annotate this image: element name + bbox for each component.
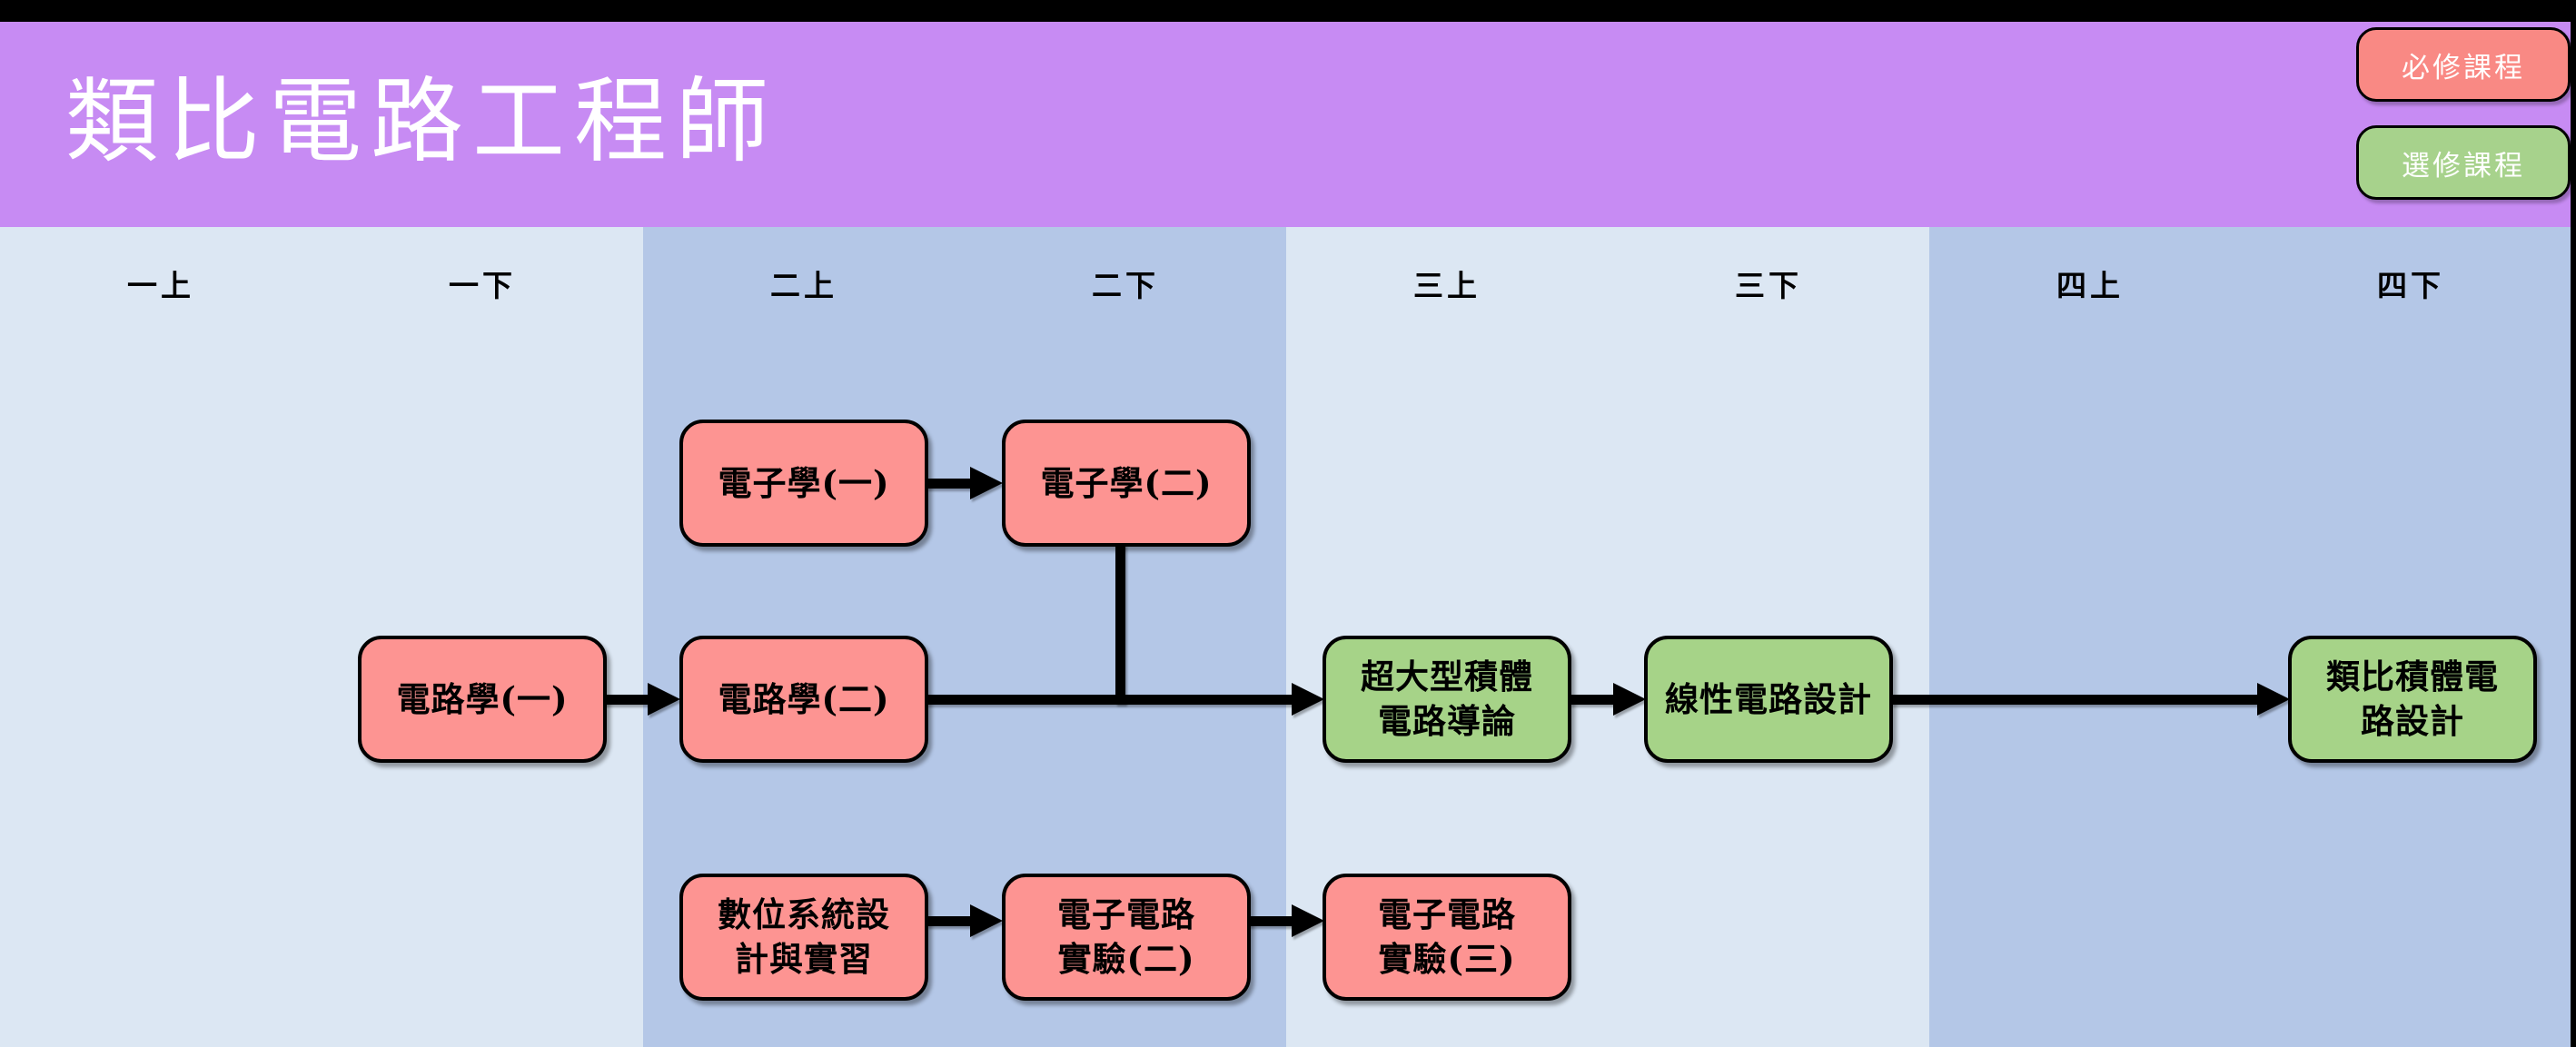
column-header-1b: 一下 [449, 268, 516, 303]
arrow-lab2-to-lab3 [1248, 904, 1324, 937]
course-box-digital-system-design-lab[interactable]: 數位系統設 計與實習 [679, 874, 928, 1001]
connector-electronics2-to-mainline [1115, 545, 1125, 705]
arrow-linear-design-to-analog-ic [1891, 683, 2290, 716]
arrow-electronics1-to-electronics2 [926, 467, 1003, 499]
page-title: 類比電路工程師 [65, 68, 778, 176]
arrow-digital-systems-to-lab2 [926, 904, 1003, 937]
column-header-4b: 四下 [2377, 268, 2444, 303]
course-box-circuit-theory-1[interactable]: 電路學(一) [358, 636, 607, 763]
course-box-vlsi-intro[interactable]: 超大型積體 電路導論 [1323, 636, 1571, 763]
course-box-linear-circuit-design[interactable]: 線性電路設計 [1644, 636, 1893, 763]
course-box-electronics-1[interactable]: 電子學(一) [679, 420, 928, 547]
course-box-electronics-lab-2[interactable]: 電子電路 實驗(二) [1002, 874, 1251, 1001]
semester-band-1a: 一上 [0, 227, 322, 1047]
right-black-bar [2571, 0, 2576, 1047]
course-box-electronics-lab-3[interactable]: 電子電路 實驗(三) [1323, 874, 1571, 1001]
column-header-3a: 三上 [1413, 268, 1481, 303]
top-black-bar [0, 0, 2576, 22]
column-header-1a: 一上 [127, 268, 194, 303]
semester-band-4a: 四上 [1929, 227, 2251, 1047]
legend-required-button[interactable]: 必修課程 [2356, 27, 2571, 102]
column-header-2a: 二上 [770, 268, 837, 303]
header-banner: 類比電路工程師 必修課程 選修課程 [0, 22, 2576, 227]
column-header-4a: 四上 [2056, 268, 2124, 303]
arrow-vlsi-intro-to-linear-design [1570, 683, 1646, 716]
column-header-3b: 三下 [1735, 268, 1802, 303]
legend-elective-button[interactable]: 選修課程 [2356, 125, 2571, 200]
course-box-circuit-theory-2[interactable]: 電路學(二) [679, 636, 928, 763]
arrow-circuits2-to-vlsi-intro [926, 683, 1324, 716]
arrow-circuits1-to-circuits2 [604, 683, 680, 716]
course-box-electronics-2[interactable]: 電子學(二) [1002, 420, 1251, 547]
column-header-2b: 二下 [1092, 268, 1159, 303]
course-box-analog-ic-design[interactable]: 類比積體電 路設計 [2288, 636, 2537, 763]
